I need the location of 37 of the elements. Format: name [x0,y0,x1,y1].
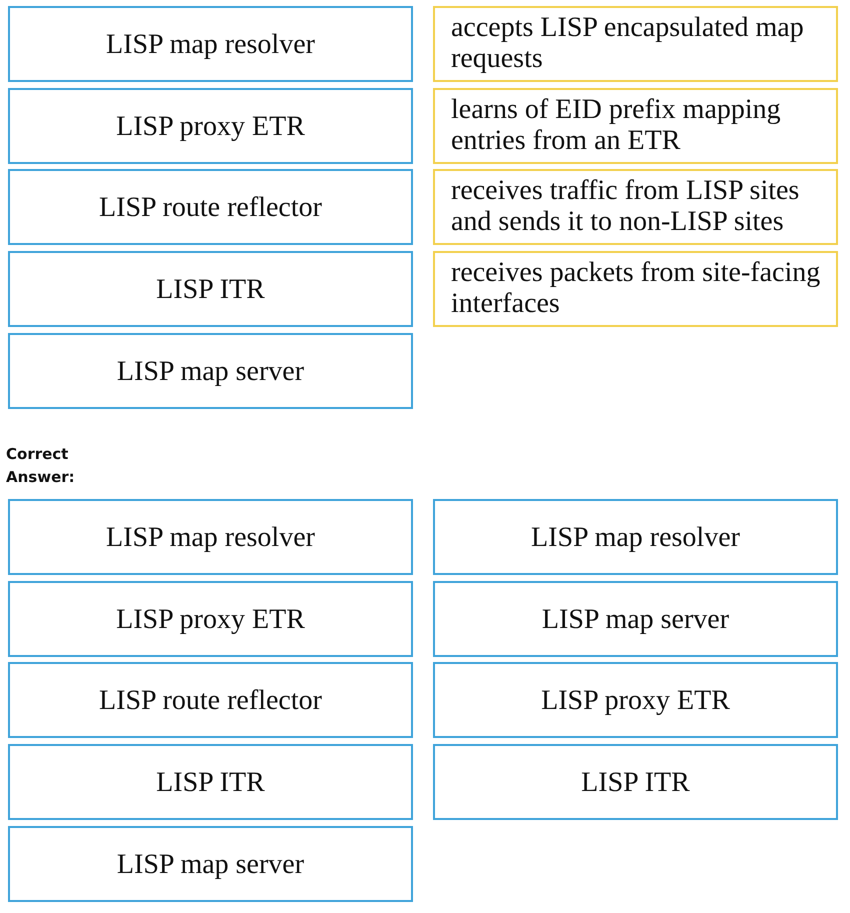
description-card [433,169,838,245]
card-label: LISP route reflector [99,684,322,716]
option-card [8,744,413,820]
answer-card [433,499,838,575]
option-card [8,169,413,245]
card-label: LISP map server [116,356,304,386]
card-label: LISP map server [116,848,304,880]
description-card [433,88,838,164]
card-label: LISP ITR [156,274,265,304]
option-card [8,581,413,657]
card-label: receives packets from site-facing interfaces [451,257,822,319]
card-label: LISP proxy ETR [116,110,305,142]
card-label: LISP ITR [581,766,690,798]
card-label: accepts LISP encapsulated map requests [451,12,805,74]
description-card [433,251,838,327]
option-card [8,6,413,82]
option-card [8,251,413,327]
option-card [8,662,413,738]
option-card [8,826,413,902]
answer-card [433,581,838,657]
card-label: LISP map resolver [106,28,315,60]
card-label: LISP ITR [156,766,265,798]
option-card [8,499,413,575]
card-label: LISP map resolver [531,522,740,552]
description-card [433,6,838,82]
answer-card [433,662,838,738]
card-label: LISP map server [542,604,730,634]
card-label: learns of EID prefix mapping entries from an ETR [451,94,782,156]
answer-card [433,744,838,820]
card-label: LISP proxy ETR [116,604,305,634]
card-label: LISP map resolver [106,522,315,552]
option-card [8,88,413,164]
section-heading: Correct Answer: [6,444,76,488]
card-label: receives traffic from LISP sites and sends it to non-LISP sites [451,175,800,237]
card-label: LISP proxy ETR [541,684,730,716]
option-card [8,333,413,409]
card-label: LISP route reflector [99,192,322,222]
